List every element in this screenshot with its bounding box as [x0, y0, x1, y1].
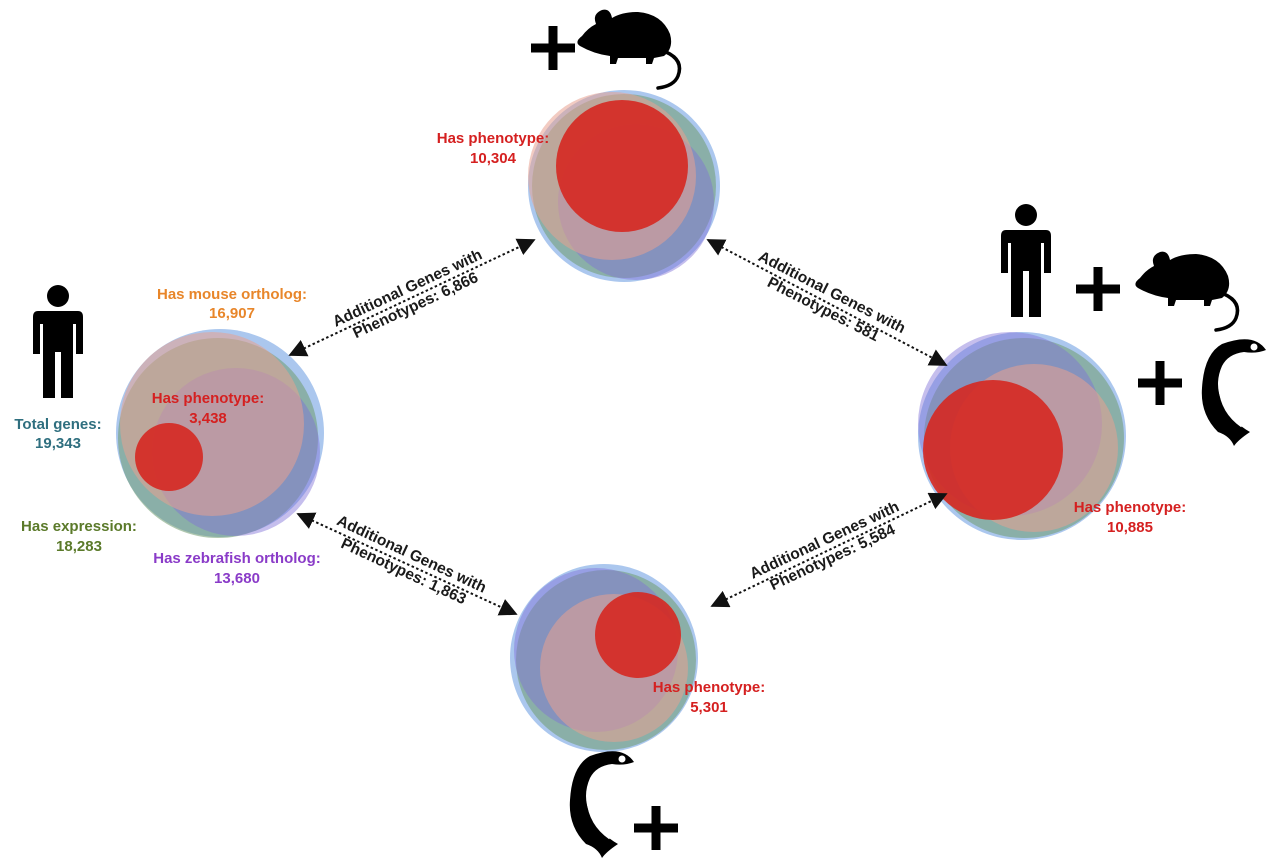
all-phenotype-value: 10,885 [1107, 519, 1153, 536]
zebrafish-ortholog-value: 13,680 [214, 570, 260, 587]
zebrafish-phenotype-label: Has phenotype: [653, 679, 766, 696]
zebrafish-phenotype-value: 5,301 [690, 699, 728, 716]
phenotype-circle [923, 380, 1063, 520]
all-species-venn [918, 332, 1126, 540]
expression-value: 18,283 [56, 538, 102, 555]
arrow-label-zebrafish-to-all: Additional Genes with Phenotypes: 5,584 [747, 498, 902, 594]
phenotype-circle [595, 592, 681, 678]
total-genes-label: Total genes: [14, 416, 101, 433]
plus-icon [531, 26, 575, 70]
human-icon [33, 285, 83, 398]
mouse-phenotype-label: Has phenotype: [437, 130, 550, 147]
phenotype-label: Has phenotype: [152, 390, 265, 407]
human-icon [1001, 204, 1051, 317]
phenotype-circle [556, 100, 688, 232]
mouse-icon [575, 7, 682, 90]
arrow-zebrafish-to-all [710, 492, 948, 608]
mouse-ortholog-label: Has mouse ortholog: [157, 286, 307, 303]
phenotype-value: 3,438 [189, 410, 227, 427]
human-zebrafish-venn [510, 564, 698, 752]
zebrafish-icon [1200, 337, 1268, 448]
plus-icon [1076, 267, 1120, 311]
human-only-venn [116, 329, 324, 538]
zebrafish-icon [568, 749, 636, 860]
mouse-ortholog-value: 16,907 [209, 305, 255, 322]
arrow-label-human-to-mouse: Additional Genes with Phenotypes: 6,866 [330, 246, 485, 342]
plus-icon [634, 806, 678, 850]
arrow-label-mouse-to-all: Additional Genes with Phenotypes: 581 [755, 248, 908, 345]
all-phenotype-label: Has phenotype: [1074, 499, 1187, 516]
arrow-label-human-to-zebrafish: Additional Genes with Phenotypes: 1,863 [334, 512, 489, 608]
mouse-icon [1133, 249, 1240, 332]
zebrafish-ortholog-label: Has zebrafish ortholog: [153, 550, 321, 567]
phenotype-circle [135, 423, 203, 491]
human-mouse-venn [528, 90, 720, 282]
total-genes-value: 19,343 [35, 435, 81, 452]
arrows [288, 238, 948, 616]
plus-icon [1138, 361, 1182, 405]
mouse-phenotype-value: 10,304 [470, 150, 517, 167]
expression-label: Has expression: [21, 518, 137, 535]
